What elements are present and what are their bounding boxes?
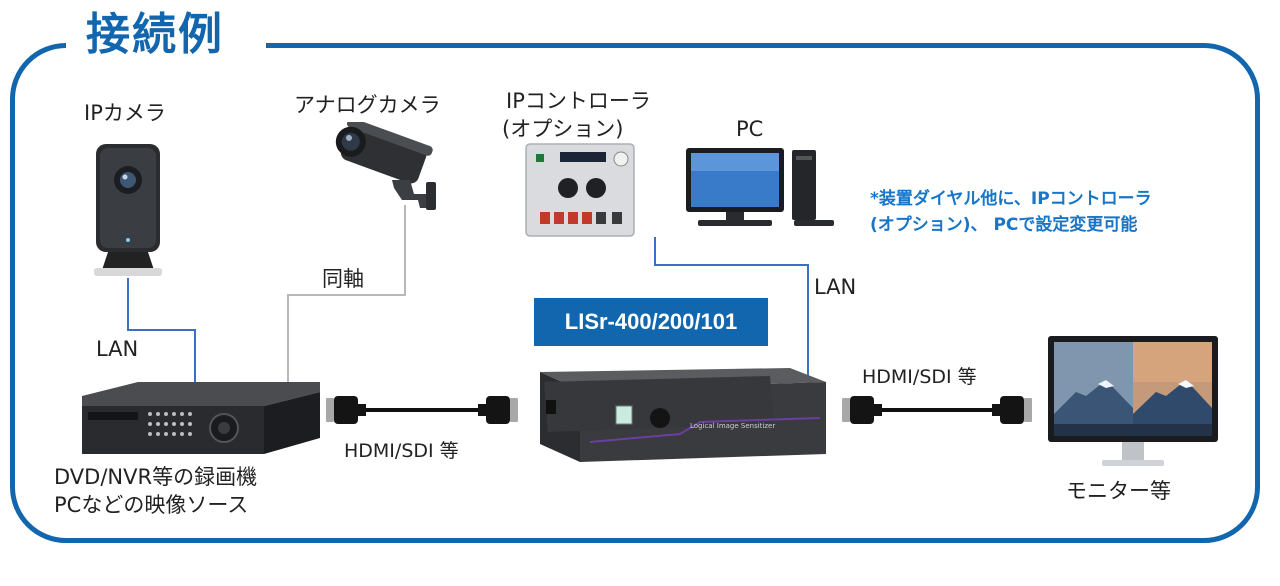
- hdmi-label-right: HDMI/SDI 等: [862, 366, 977, 388]
- ip-controller-label-line1: IPコントローラ: [506, 89, 651, 113]
- ip-controller-icon: [525, 143, 635, 237]
- coax-wire: [287, 205, 406, 383]
- ip-camera-lan-wire: [127, 278, 196, 383]
- hdmi-label-left: HDMI/SDI 等: [344, 440, 459, 462]
- controller-lan-wire: [654, 237, 809, 383]
- title-background: [66, 18, 266, 70]
- config-note-line1: *装置ダイヤル他に、IPコントローラ: [870, 189, 1152, 209]
- monitor-icon: [1048, 336, 1218, 466]
- device-panel-text: Logical Image Sensitizer: [690, 422, 775, 430]
- main-device-icon: Logical Image Sensitizer: [540, 368, 826, 462]
- diagram-title: 接続例: [86, 9, 224, 60]
- monitor-label: モニター等: [1066, 479, 1171, 503]
- source-label-line1: DVD/NVR等の録画機: [54, 465, 258, 489]
- analog-camera-icon: [335, 122, 436, 210]
- hdmi-plug-right-b-icon: [992, 396, 1032, 424]
- config-note-line2: (オプション)、 PCで設定変更可能: [870, 215, 1138, 235]
- source-label-line2: PCなどの映像ソース: [54, 493, 249, 517]
- config-note: *装置ダイヤル他に、IPコントローラ (オプション)、 PCで設定変更可能: [870, 186, 1152, 238]
- pc-label: PC: [736, 117, 764, 141]
- hdmi-plug-left-b-icon: [478, 396, 518, 424]
- ip-camera-icon: [94, 144, 162, 276]
- lan-label-left: LAN: [96, 337, 139, 361]
- pc-icon: [686, 148, 834, 226]
- analog-camera-label: アナログカメラ: [294, 93, 441, 117]
- lan-label-right: LAN: [814, 275, 857, 299]
- ip-controller-label-line2: (オプション): [502, 117, 624, 141]
- recorder-icon: [82, 382, 320, 454]
- hdmi-plug-right-a-icon: [842, 396, 882, 424]
- device-name-badge: LISr-400/200/101: [534, 298, 768, 346]
- hdmi-plug-left-a-icon: [326, 396, 366, 424]
- ip-camera-label: IPカメラ: [84, 101, 166, 125]
- coax-label: 同軸: [322, 267, 364, 291]
- diagram-frame: [10, 43, 1260, 543]
